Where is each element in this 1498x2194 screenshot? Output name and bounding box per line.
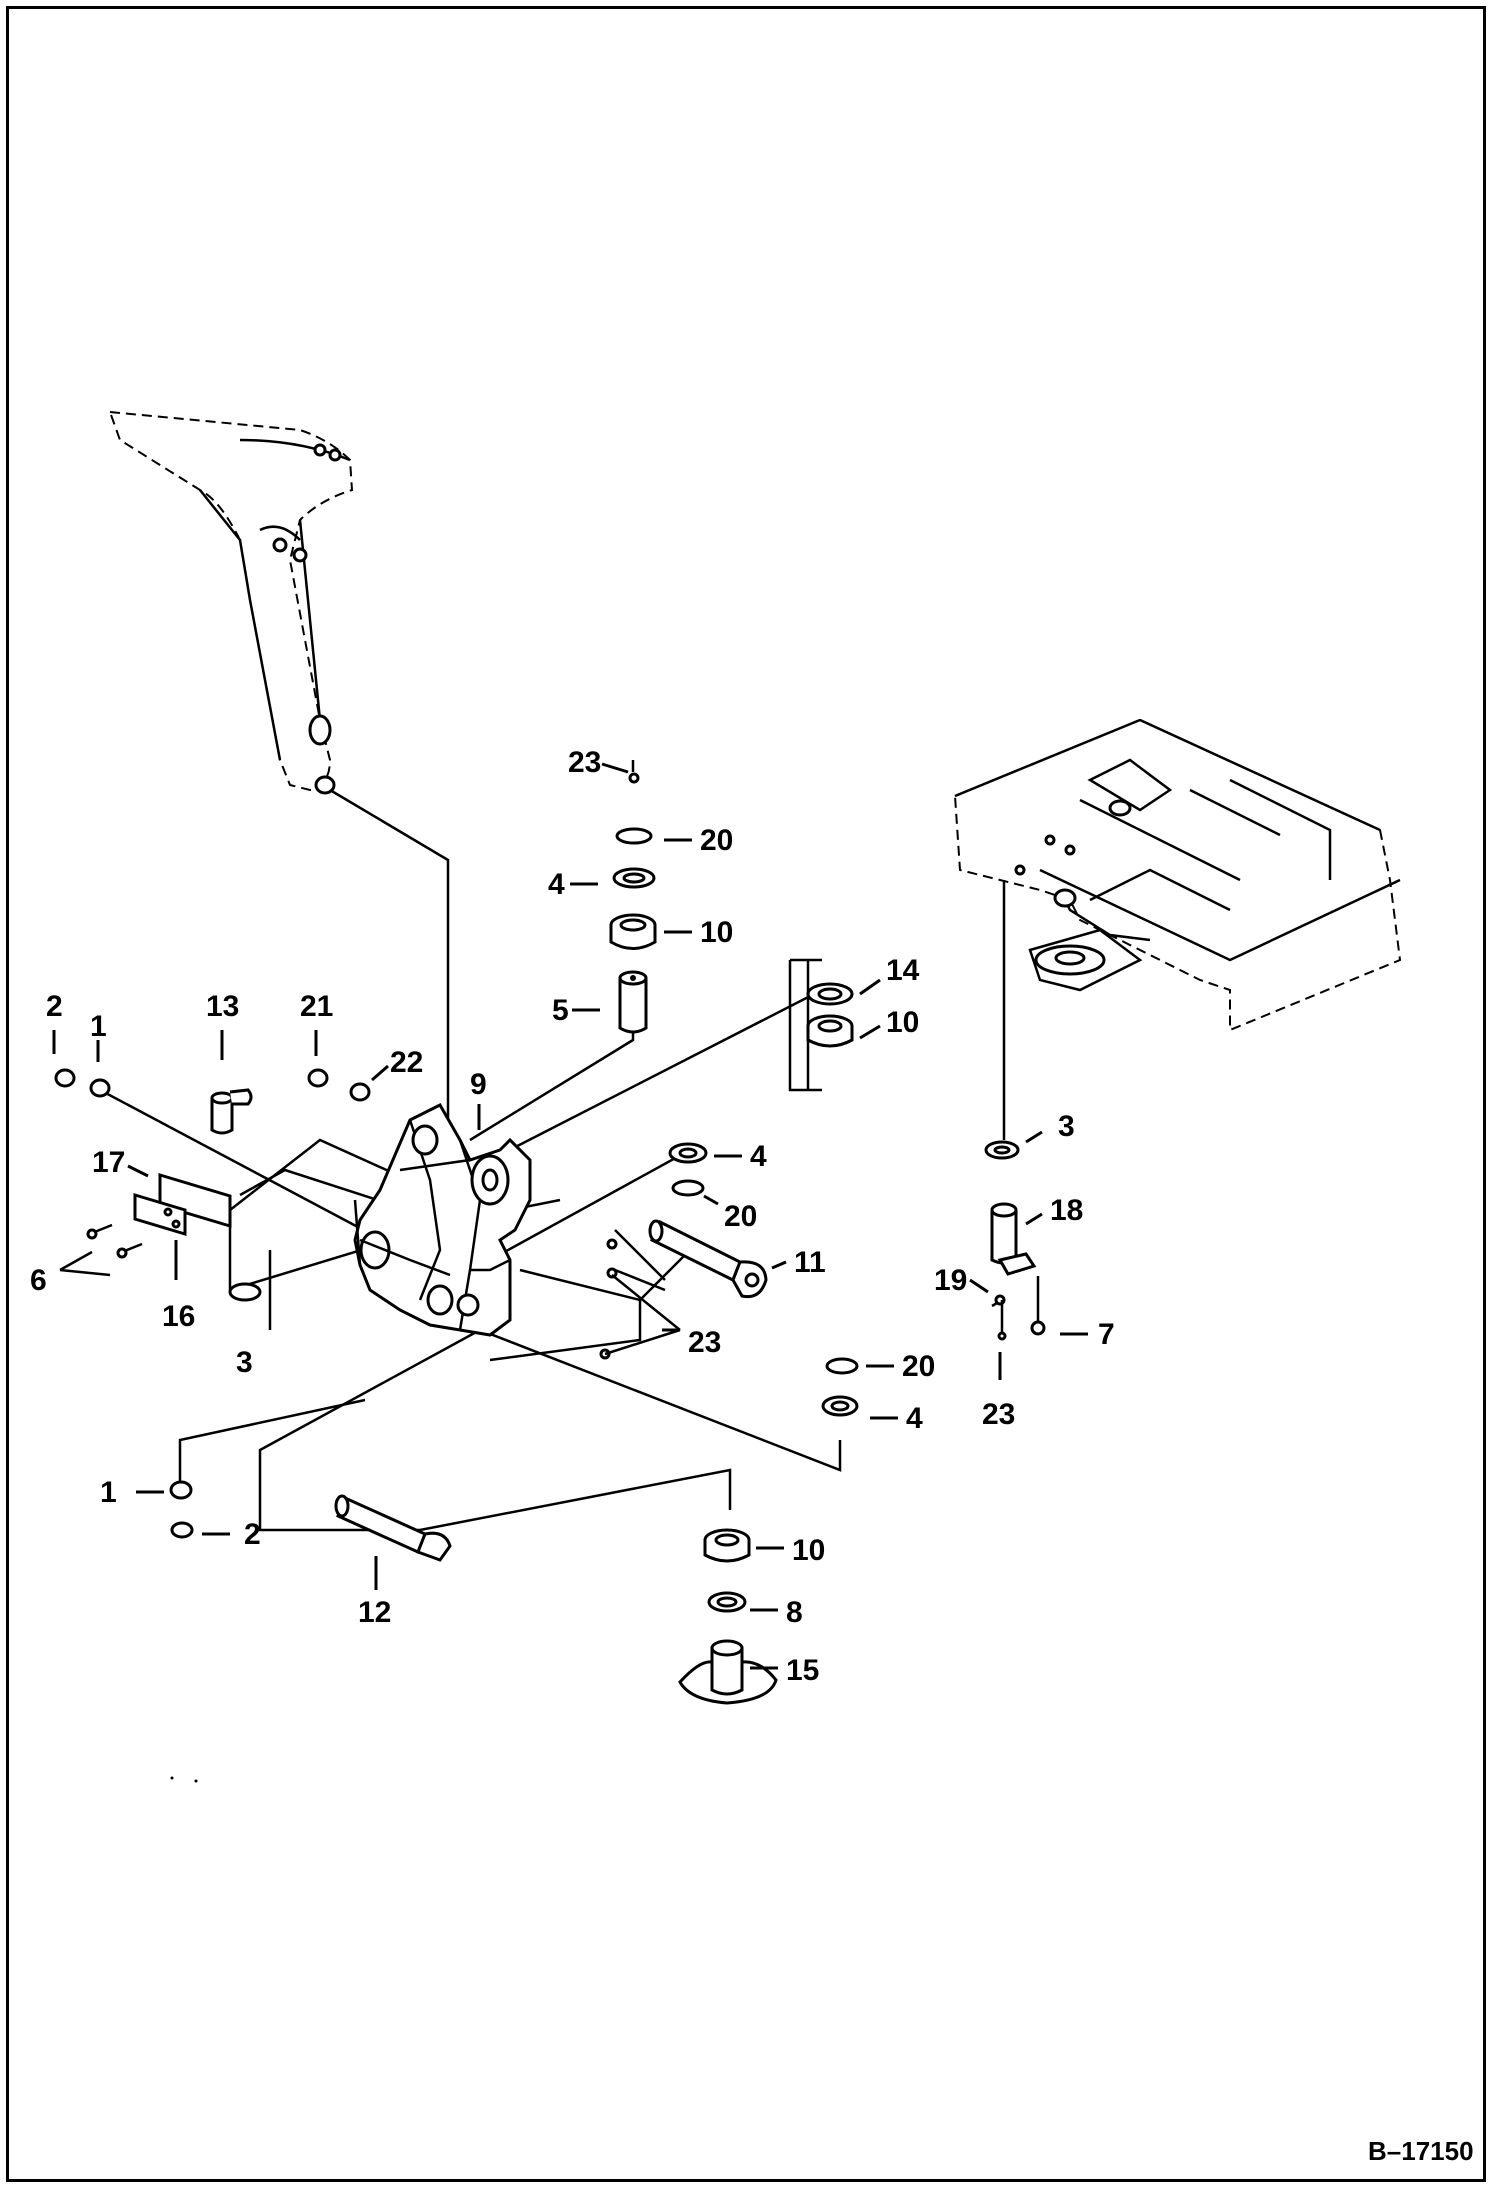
pin-5 xyxy=(618,970,648,1034)
speck xyxy=(170,1776,174,1780)
callout-22: 22 xyxy=(390,1046,423,1079)
callout-23: 23 xyxy=(688,1326,721,1359)
callout-17: 17 xyxy=(92,1146,125,1179)
speck xyxy=(194,1779,198,1783)
callout-10: 10 xyxy=(792,1534,825,1567)
bushing-top xyxy=(609,913,657,950)
shim-20-top xyxy=(615,827,653,845)
bushing-right xyxy=(806,1014,854,1048)
bolt-7 xyxy=(1030,1320,1046,1336)
callout-23-bracket xyxy=(604,1274,681,1356)
pin-11 xyxy=(648,1219,768,1299)
callout-labels: 23 20 4 10 5 14 10 2 1 13 21 22 9 17 6 1… xyxy=(30,746,1115,1687)
washer-4-low-hole xyxy=(830,1400,850,1412)
ring-22 xyxy=(349,1082,371,1102)
callout-21: 21 xyxy=(300,990,333,1023)
bolt-6a-head xyxy=(86,1228,98,1240)
swing-frame-casting xyxy=(353,1103,532,1337)
callout-20: 20 xyxy=(902,1350,935,1383)
callout-3: 3 xyxy=(1058,1110,1075,1143)
callout-1: 1 xyxy=(90,1010,107,1043)
callout-4: 4 xyxy=(548,868,565,901)
pin-15 xyxy=(678,1639,778,1705)
ring-2-lower xyxy=(170,1521,194,1539)
callout-23: 23 xyxy=(568,746,601,779)
bolt-6b-head xyxy=(116,1247,128,1259)
shim-20-mid xyxy=(671,1179,705,1197)
boom-arm xyxy=(108,410,354,795)
ring-2-upper xyxy=(54,1068,76,1088)
callout-13: 13 xyxy=(206,990,239,1023)
callout-9: 9 xyxy=(470,1068,487,1101)
bolt-23-b xyxy=(606,1267,618,1279)
callout-3: 3 xyxy=(236,1346,253,1379)
callout-leaders xyxy=(52,762,1088,1670)
washer-4-top-hole xyxy=(622,872,646,884)
shim-20-low xyxy=(825,1357,859,1375)
callout-23: 23 xyxy=(982,1398,1015,1431)
ring-21 xyxy=(307,1068,329,1088)
ring-1-upper xyxy=(89,1078,111,1098)
pin-12 xyxy=(334,1494,452,1562)
callout-14: 14 xyxy=(886,954,920,987)
washer-14-hole xyxy=(817,987,843,1001)
callout-7: 7 xyxy=(1098,1318,1115,1351)
bushing-lower xyxy=(703,1528,751,1563)
washer-4-mid-hole xyxy=(678,1147,698,1159)
plate-16-hole xyxy=(163,1207,173,1217)
callout-4: 4 xyxy=(906,1402,923,1435)
callout-8: 8 xyxy=(786,1596,803,1629)
plate-17 xyxy=(158,1172,232,1229)
callout-10: 10 xyxy=(886,1006,919,1039)
callout-18: 18 xyxy=(1050,1194,1083,1227)
ring-1-lower xyxy=(169,1480,193,1500)
callout-20: 20 xyxy=(700,824,733,857)
callout-15: 15 xyxy=(786,1654,819,1687)
bolt-23-top xyxy=(628,772,640,784)
washer-3-left xyxy=(228,1282,262,1302)
callout-4: 4 xyxy=(750,1140,767,1173)
drawing-frame xyxy=(6,6,1486,2182)
callout-12: 12 xyxy=(358,1596,391,1629)
callout-6-bracket xyxy=(59,1250,111,1277)
bolt-23-right xyxy=(997,1331,1007,1341)
plate-16-hole-2 xyxy=(171,1219,181,1229)
callout-16: 16 xyxy=(162,1300,195,1333)
assembly-lines xyxy=(99,760,1006,1532)
callout-20: 20 xyxy=(724,1200,757,1233)
bolt-23-a xyxy=(606,1238,618,1250)
washer-3-right-hole xyxy=(993,1145,1011,1155)
callout-11: 11 xyxy=(794,1246,826,1279)
callout-10: 10 xyxy=(700,916,733,949)
undercarriage-frame xyxy=(953,718,1402,1032)
callout-2: 2 xyxy=(46,990,63,1023)
boom-leader-line xyxy=(329,788,450,1140)
callout-19: 19 xyxy=(934,1264,967,1297)
pin-18 xyxy=(990,1202,1037,1276)
pin-13 xyxy=(210,1088,253,1135)
washer-8-hole xyxy=(716,1596,738,1608)
callout-1: 1 xyxy=(100,1476,117,1509)
callout-2: 2 xyxy=(244,1518,261,1551)
figure-reference-code: B–17150 xyxy=(1368,2136,1474,2166)
callout-6: 6 xyxy=(30,1264,47,1297)
callout-5: 5 xyxy=(552,994,569,1027)
